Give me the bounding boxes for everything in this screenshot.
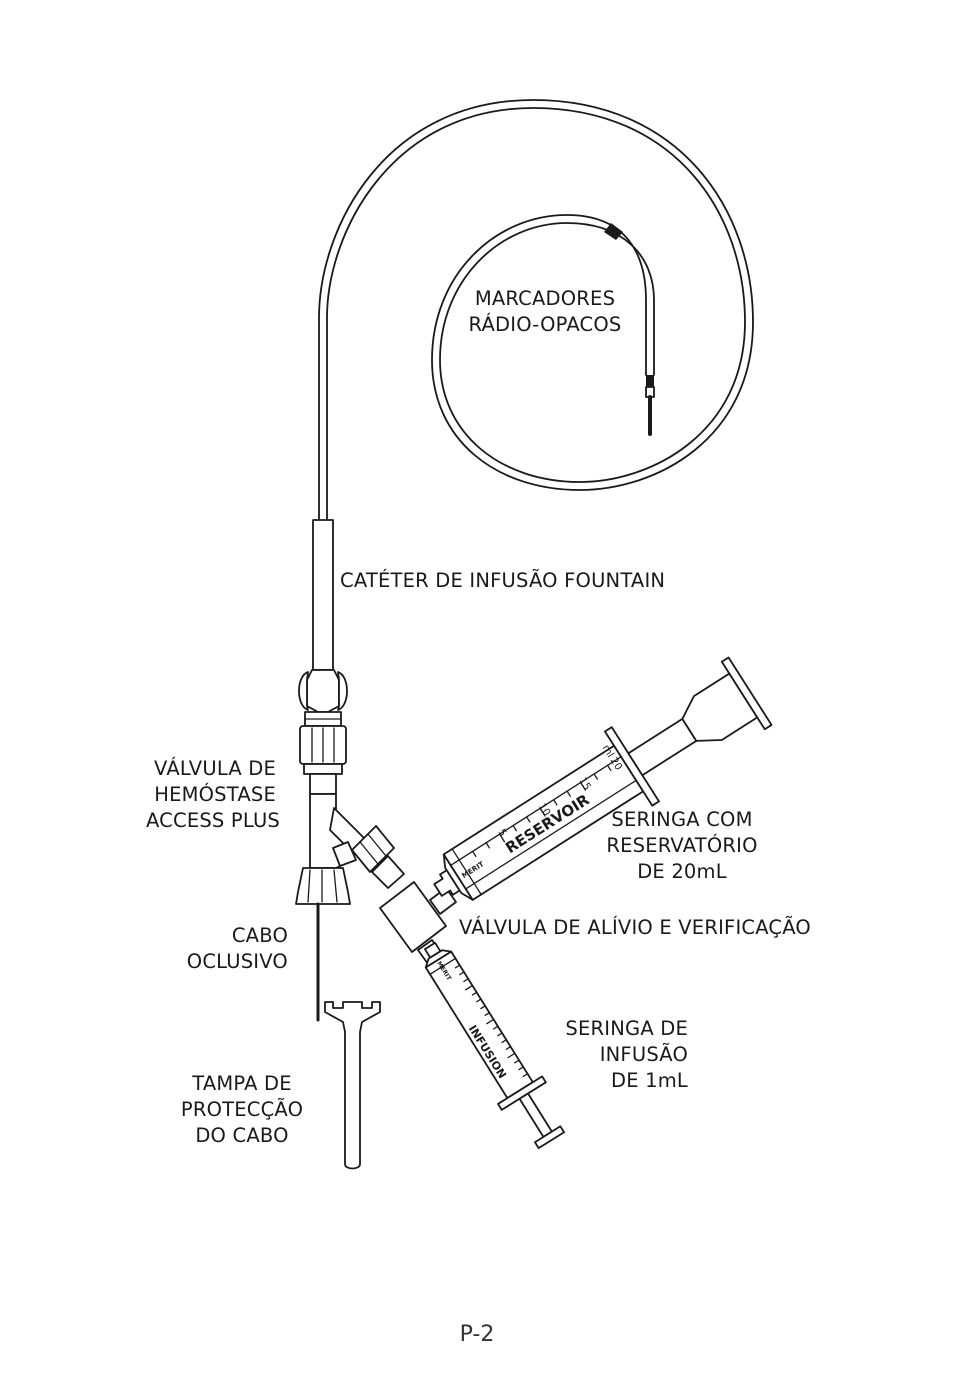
label-wire-line1: CABO bbox=[232, 924, 288, 947]
label-catheter: CATÉTER DE INFUSÃO FOUNTAIN bbox=[340, 569, 665, 592]
label-valve-line3: ACCESS PLUS bbox=[146, 809, 280, 832]
label-infusion-line1: SERINGA DE bbox=[565, 1017, 688, 1040]
side-port-connector bbox=[351, 825, 405, 889]
label-cap-line3: DO CABO bbox=[195, 1124, 288, 1147]
catheter-coil bbox=[318, 99, 754, 521]
label-relief-valve: VÁLVULA DE ALÍVIO E VERIFICAÇÃO bbox=[459, 916, 811, 939]
label-markers-line2: RÁDIO-OPACOS bbox=[469, 313, 622, 336]
wire-protective-cap bbox=[324, 1001, 381, 1170]
infusion-syringe: MERIT INFUSION bbox=[424, 941, 565, 1150]
label-infusion-line3: DE 1mL bbox=[611, 1069, 688, 1092]
label-occlusive-wire: CABO OCLUSIVO bbox=[187, 924, 288, 973]
label-valve-line2: HEMÓSTASE bbox=[154, 782, 276, 806]
occlusive-wire bbox=[295, 867, 351, 1022]
label-hemostasis-valve: VÁLVULA DE HEMÓSTASE ACCESS PLUS bbox=[146, 757, 280, 832]
label-reservoir-line1: SERINGA COM bbox=[611, 808, 752, 831]
label-infusion-syringe: SERINGA DE INFUSÃO DE 1mL bbox=[565, 1017, 688, 1092]
reservoir-syringe: MERIT 5 10 15 20 ml RESERVOIR bbox=[433, 656, 773, 901]
radio-opaque-marker-lower bbox=[646, 375, 654, 387]
label-reservoir-line3: DE 20mL bbox=[637, 860, 727, 883]
label-valve-line1: VÁLVULA DE bbox=[154, 757, 276, 780]
hemostasis-valve bbox=[299, 725, 365, 869]
label-cap-line1: TAMPA DE bbox=[191, 1072, 292, 1095]
label-markers: MARCADORES RÁDIO-OPACOS bbox=[469, 287, 622, 336]
label-infusion-line2: INFUSÃO bbox=[600, 1043, 688, 1066]
radio-opaque-marker-upper bbox=[604, 223, 623, 240]
label-cap-line2: PROTECÇÃO bbox=[181, 1098, 303, 1121]
label-wire-cap: TAMPA DE PROTECÇÃO DO CABO bbox=[181, 1072, 303, 1147]
catheter-hub bbox=[298, 669, 348, 727]
label-reservoir-line2: RESERVATÓRIO bbox=[606, 833, 757, 857]
label-reservoir-syringe: SERINGA COM RESERVATÓRIO DE 20mL bbox=[606, 808, 757, 883]
label-markers-line1: MARCADORES bbox=[475, 287, 615, 310]
catheter-shaft bbox=[312, 519, 334, 671]
label-wire-line2: OCLUSIVO bbox=[187, 950, 288, 973]
page-number: P-2 bbox=[460, 1322, 495, 1347]
reservoir-tick-label: 5 bbox=[495, 827, 508, 838]
